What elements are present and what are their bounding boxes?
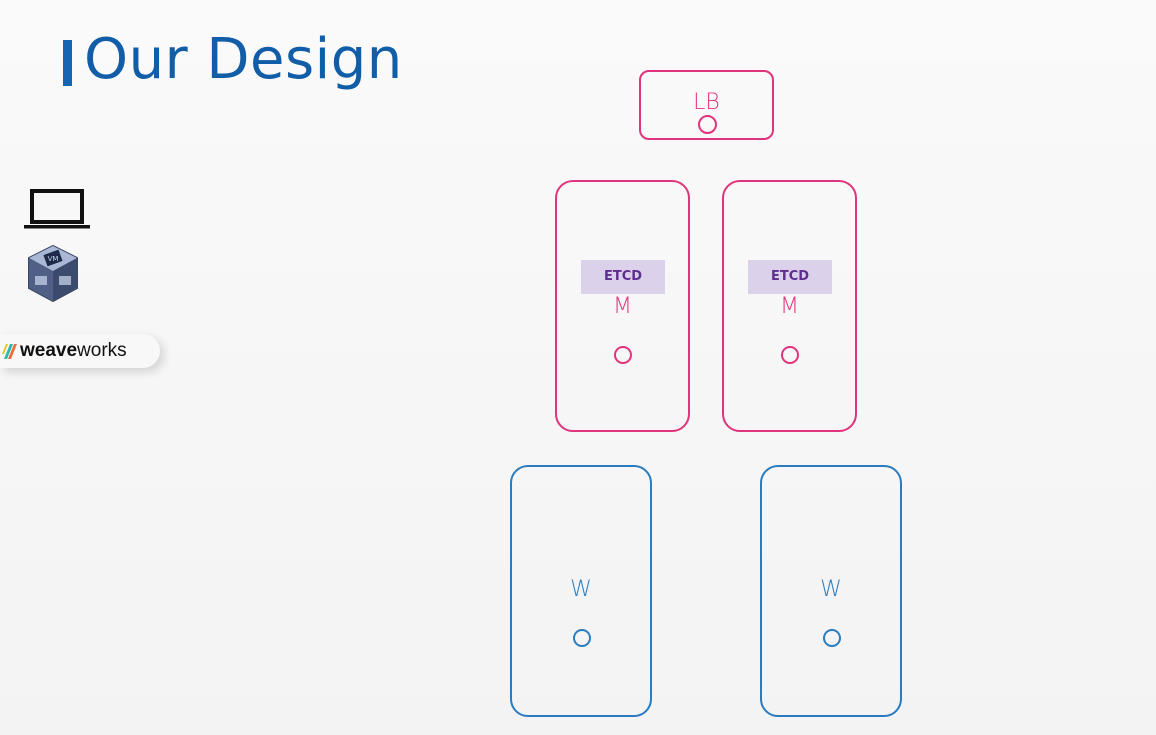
weaveworks-bold: weave bbox=[20, 340, 78, 361]
load-balancer-port bbox=[698, 115, 717, 134]
svg-text:VM: VM bbox=[48, 255, 59, 263]
load-balancer-node: LB bbox=[639, 70, 774, 140]
weaveworks-regular: works bbox=[77, 340, 127, 361]
etcd-badge: ETCD bbox=[748, 260, 832, 294]
etcd-badge: ETCD bbox=[581, 260, 665, 294]
master-node-2: ETCD M bbox=[722, 180, 857, 432]
worker-node-1: W bbox=[510, 465, 652, 717]
weaveworks-logo: weaveworks bbox=[0, 334, 160, 368]
worker-label: W bbox=[820, 577, 842, 602]
virtualbox-icon: VM bbox=[28, 244, 78, 303]
weaveworks-icon bbox=[2, 344, 17, 359]
master-port bbox=[614, 346, 632, 364]
load-balancer-label: LB bbox=[693, 90, 720, 115]
master-label: M bbox=[613, 294, 632, 319]
title-accent-bar bbox=[63, 40, 72, 86]
worker-label: W bbox=[570, 577, 592, 602]
worker-port bbox=[823, 629, 841, 647]
worker-port bbox=[573, 629, 591, 647]
worker-node-2: W bbox=[760, 465, 902, 717]
page-title: Our Design bbox=[84, 27, 403, 92]
master-node-1: ETCD M bbox=[555, 180, 690, 432]
master-label: M bbox=[780, 294, 799, 319]
master-port bbox=[781, 346, 799, 364]
laptop-icon bbox=[24, 189, 90, 229]
